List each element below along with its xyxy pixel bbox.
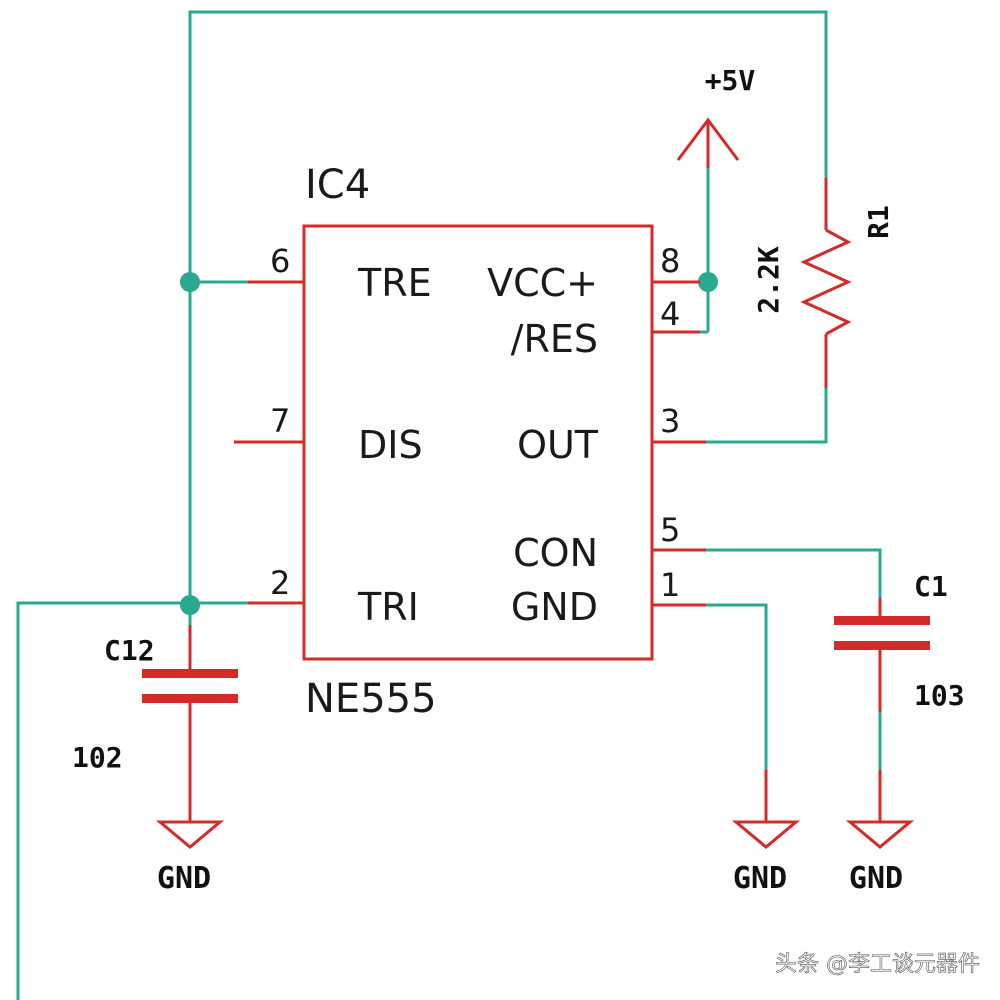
pin7-name: DIS xyxy=(358,423,423,467)
capacitor-c1: C1 103 xyxy=(834,570,965,712)
pin4-name: /RES xyxy=(511,317,598,361)
r1-ref: R1 xyxy=(862,205,895,239)
c1-plate-bottom xyxy=(834,641,930,650)
ground-label: GND xyxy=(849,861,903,896)
ic-part-label: NE555 xyxy=(305,676,437,722)
pin2-name: TRI xyxy=(357,585,419,629)
pin4-number: 4 xyxy=(660,295,680,333)
watermark: 头条 @李工谈元器件 xyxy=(775,952,980,977)
wire-pin3-r1 xyxy=(706,388,828,444)
r1-zigzag-icon xyxy=(800,228,852,336)
ic-ref-label: IC4 xyxy=(305,162,370,208)
ground-pin1: GND xyxy=(731,770,801,896)
watermark-shadow: 头条 @李工谈元器件 xyxy=(777,954,982,979)
pin6-name: TRE xyxy=(357,261,432,305)
pin5-name: CON xyxy=(513,531,598,575)
junction-pin6 xyxy=(180,272,200,292)
pin8-name: VCC+ xyxy=(487,261,598,305)
c12-ref: C12 xyxy=(104,634,155,667)
junction-vcc xyxy=(698,272,718,292)
wires xyxy=(16,10,882,1000)
pin1-number: 1 xyxy=(660,566,680,604)
ground-c12: GND xyxy=(155,820,225,896)
pin7-number: 7 xyxy=(270,402,290,440)
pin1-name: GND xyxy=(511,585,598,629)
wire-top-loop xyxy=(188,10,828,605)
resistor-r1: 2.2K R1 xyxy=(752,178,895,388)
ground-icon xyxy=(155,820,225,849)
c12-plate-top xyxy=(142,669,238,678)
power-label: +5V xyxy=(705,64,756,97)
ground-c1: GND xyxy=(845,770,915,896)
junction-pin2 xyxy=(180,595,200,615)
c12-value: 102 xyxy=(72,741,123,774)
wire-pin1-gnd xyxy=(706,603,768,770)
pin5-number: 5 xyxy=(660,511,680,549)
ic-body xyxy=(302,224,654,661)
ground-icon xyxy=(731,820,801,849)
ground-label: GND xyxy=(157,861,211,896)
pin3-number: 3 xyxy=(660,402,680,440)
r1-value: 2.2K xyxy=(752,246,785,314)
c12-plate-bottom xyxy=(142,694,238,703)
pin3-name: OUT xyxy=(517,423,599,467)
pin6-number: 6 xyxy=(270,242,290,280)
power-5v: +5V xyxy=(676,64,756,168)
c1-plate-top xyxy=(834,616,930,625)
ic-ne555: IC4 NE555 6 7 2 8 4 3 5 1 TRE DIS TRI VC… xyxy=(234,162,706,722)
c1-value: 103 xyxy=(914,679,965,712)
pin2-number: 2 xyxy=(270,564,290,602)
capacitor-c12: C12 102 xyxy=(72,625,238,822)
wire-pin5-c1 xyxy=(706,548,882,598)
c1-ref: C1 xyxy=(914,570,948,603)
ground-label: GND xyxy=(733,861,787,896)
pin8-number: 8 xyxy=(660,242,680,280)
wire-pin2-left xyxy=(16,601,248,1000)
ground-icon xyxy=(845,820,915,849)
